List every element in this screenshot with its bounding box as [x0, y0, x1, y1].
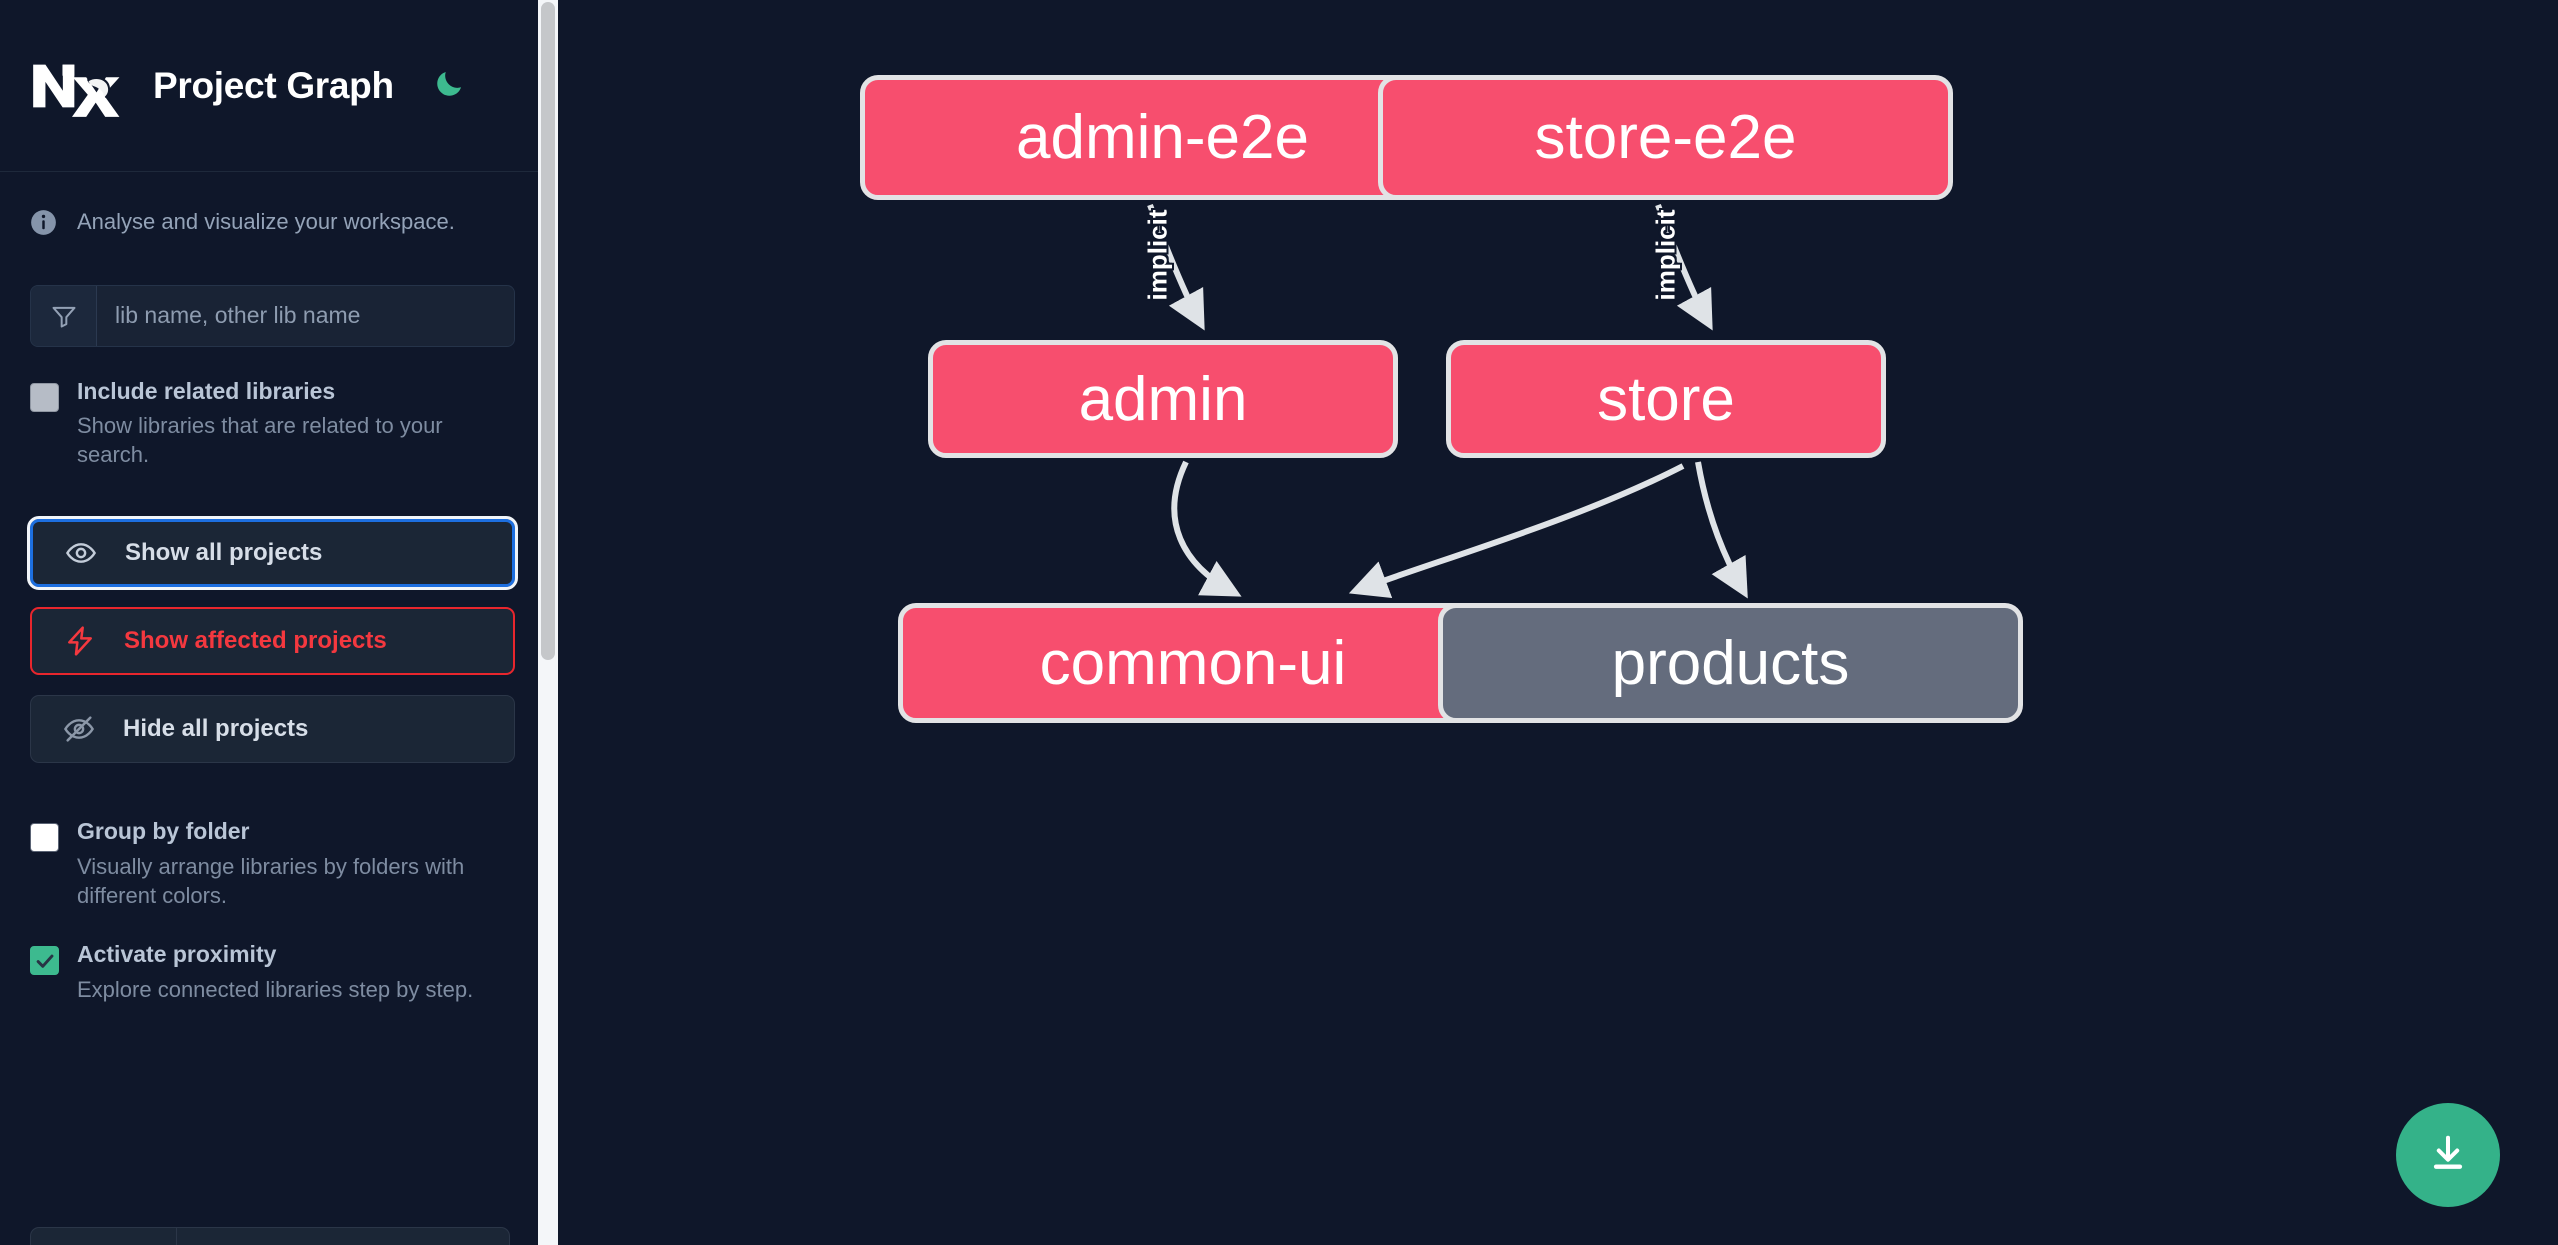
show-affected-projects-button[interactable]: Show affected projects [30, 607, 515, 676]
sidebar-scrollbar[interactable] [538, 0, 558, 1245]
sidebar-header: Project Graph [0, 0, 545, 172]
sidebar-bottom-control[interactable] [30, 1227, 510, 1245]
button-label: Hide all projects [123, 715, 309, 743]
node-label: store-e2e [1534, 103, 1797, 172]
eye-off-icon [59, 713, 99, 745]
graph-canvas[interactable]: admin-e2e store-e2e admin store common-u… [558, 0, 2558, 1245]
option-label: Group by folder [77, 818, 250, 845]
graph-node-admin-e2e[interactable]: admin-e2e [860, 75, 1465, 200]
download-graph-button[interactable] [2396, 1103, 2500, 1207]
edge-store-common-ui [1348, 463, 1685, 598]
option-include-related[interactable]: Include related libraries Show libraries… [0, 377, 545, 470]
divider [176, 1228, 177, 1245]
group-by-folder-checkbox[interactable] [30, 823, 59, 853]
info-icon [30, 209, 57, 236]
option-description: Visually arrange libraries by folders wi… [77, 854, 465, 909]
page-title: Project Graph [153, 64, 394, 106]
graph-node-admin[interactable]: admin [928, 340, 1398, 458]
nx-logo [30, 55, 125, 117]
activate-proximity-checkbox[interactable] [30, 946, 59, 976]
node-label: admin-e2e [1016, 103, 1309, 172]
edge-admin-e2e-admin [1147, 203, 1205, 331]
eye-icon [61, 537, 101, 569]
node-label: store [1597, 364, 1735, 434]
edge-admin-common-ui [1171, 460, 1242, 597]
filter-funnel-icon [31, 285, 97, 346]
search-filter-row [30, 284, 515, 347]
sidebar: Project Graph [0, 0, 558, 1245]
checkmark-icon [36, 954, 53, 968]
button-label: Show affected projects [124, 627, 387, 655]
node-label: common-ui [1039, 628, 1347, 698]
moon-icon [432, 67, 466, 104]
graph-node-common-ui[interactable]: common-ui [898, 603, 1488, 723]
download-icon [2425, 1131, 2471, 1180]
graph-node-store-e2e[interactable]: store-e2e [1378, 75, 1953, 200]
graph-node-products[interactable]: products [1438, 603, 2023, 723]
option-description: Show libraries that are related to your … [77, 413, 443, 468]
project-visibility-buttons: Show all projects Show affected projects [27, 516, 518, 764]
edge-store-e2e-store [1655, 203, 1713, 331]
include-related-checkbox[interactable] [30, 382, 59, 412]
lightning-icon [60, 625, 100, 657]
sidebar-scrollbar-thumb[interactable] [541, 2, 555, 660]
node-label: admin [1078, 364, 1248, 434]
option-group-by-folder[interactable]: Group by folder Visually arrange librari… [0, 817, 545, 910]
graph-node-store[interactable]: store [1446, 340, 1886, 458]
option-activate-proximity[interactable]: Activate proximity Explore connected lib… [0, 940, 545, 1004]
graph-edges [1147, 203, 1748, 599]
sidebar-tagline: Analyse and visualize your workspace. [0, 172, 545, 237]
sidebar-scroll-content: Project Graph [0, 0, 545, 1245]
button-label: Show all projects [125, 539, 323, 567]
theme-toggle-button[interactable] [426, 63, 472, 109]
tagline-text: Analyse and visualize your workspace. [77, 209, 455, 234]
show-all-projects-button[interactable]: Show all projects [27, 516, 518, 591]
option-label: Include related libraries [77, 377, 336, 404]
node-label: products [1611, 628, 1850, 698]
option-description: Explore connected libraries step by step… [77, 976, 474, 1002]
edge-store-products [1695, 461, 1748, 599]
option-label: Activate proximity [77, 941, 277, 968]
search-input[interactable] [97, 285, 514, 346]
hide-all-projects-button[interactable]: Hide all projects [30, 695, 515, 764]
